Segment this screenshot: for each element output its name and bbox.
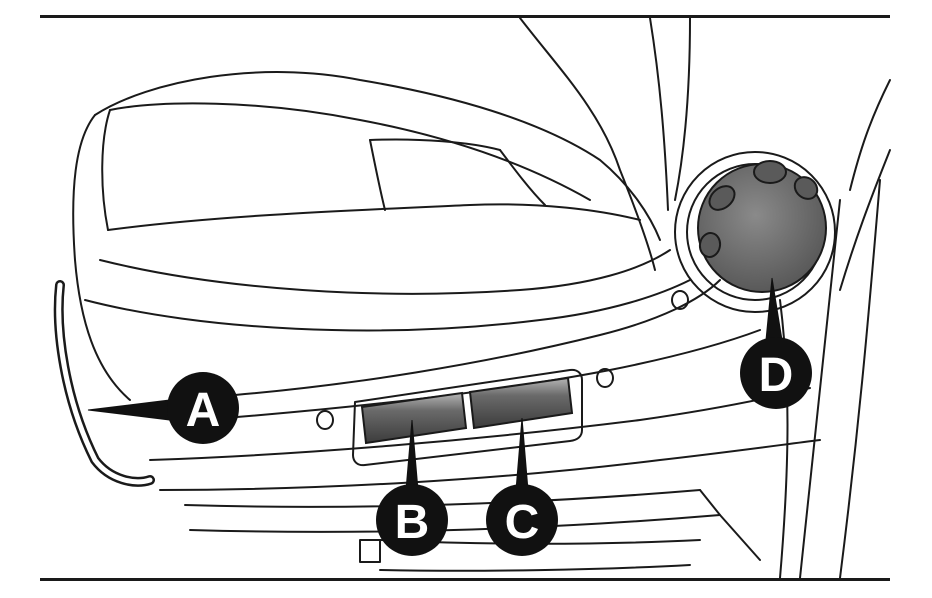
backrest-knob [697,160,827,293]
backrest-outline [519,17,656,271]
frame-right-2 [839,179,881,579]
cushion-outline [94,71,661,241]
switch-c [468,376,574,430]
cushion-seam-front [107,203,641,231]
switch-b [360,391,468,445]
leader-c [515,417,529,491]
rail-bottom [189,514,721,533]
cushion-seam-right [499,149,546,206]
callout-d-label: D [759,349,794,402]
callout-c-label: C [505,496,540,549]
cushion-front-edge [72,114,131,401]
backrest-edge-3 [849,79,891,191]
backrest-edge-4 [839,149,891,291]
switch-housing [352,368,583,467]
callout-b-label: B [395,496,430,549]
height-lever [53,280,155,487]
top-rule [40,15,890,18]
leader-a [87,399,171,421]
screw-hole-1 [316,410,334,430]
bottom-rule [40,578,890,581]
frame-right-1 [799,199,841,579]
rail-lower-2 [379,564,691,572]
knob-recess [674,151,836,313]
side-trim-top [234,279,721,396]
backrest-edge-2 [674,17,691,201]
callout-d: D [740,337,812,409]
cushion-seam-cross [369,138,501,151]
callout-a-label: A [186,384,221,437]
callout-b: B [376,484,448,556]
pin-body [359,539,381,563]
backrest-edge-1 [649,17,669,211]
side-trim-bottom [149,387,811,461]
side-trim-base [159,439,821,491]
frame-right-3 [779,299,789,579]
cushion-lower [84,279,691,332]
cushion-inner-side [101,109,111,231]
callout-c: C [486,484,558,556]
rail-end [699,489,761,561]
cushion-seam-mid [369,139,386,211]
callout-a: A [167,372,239,444]
cushion-inner-panel [109,102,591,201]
screw-hole-2 [596,368,614,388]
screw-hole-3 [671,290,689,310]
cushion-bolster [99,249,671,295]
